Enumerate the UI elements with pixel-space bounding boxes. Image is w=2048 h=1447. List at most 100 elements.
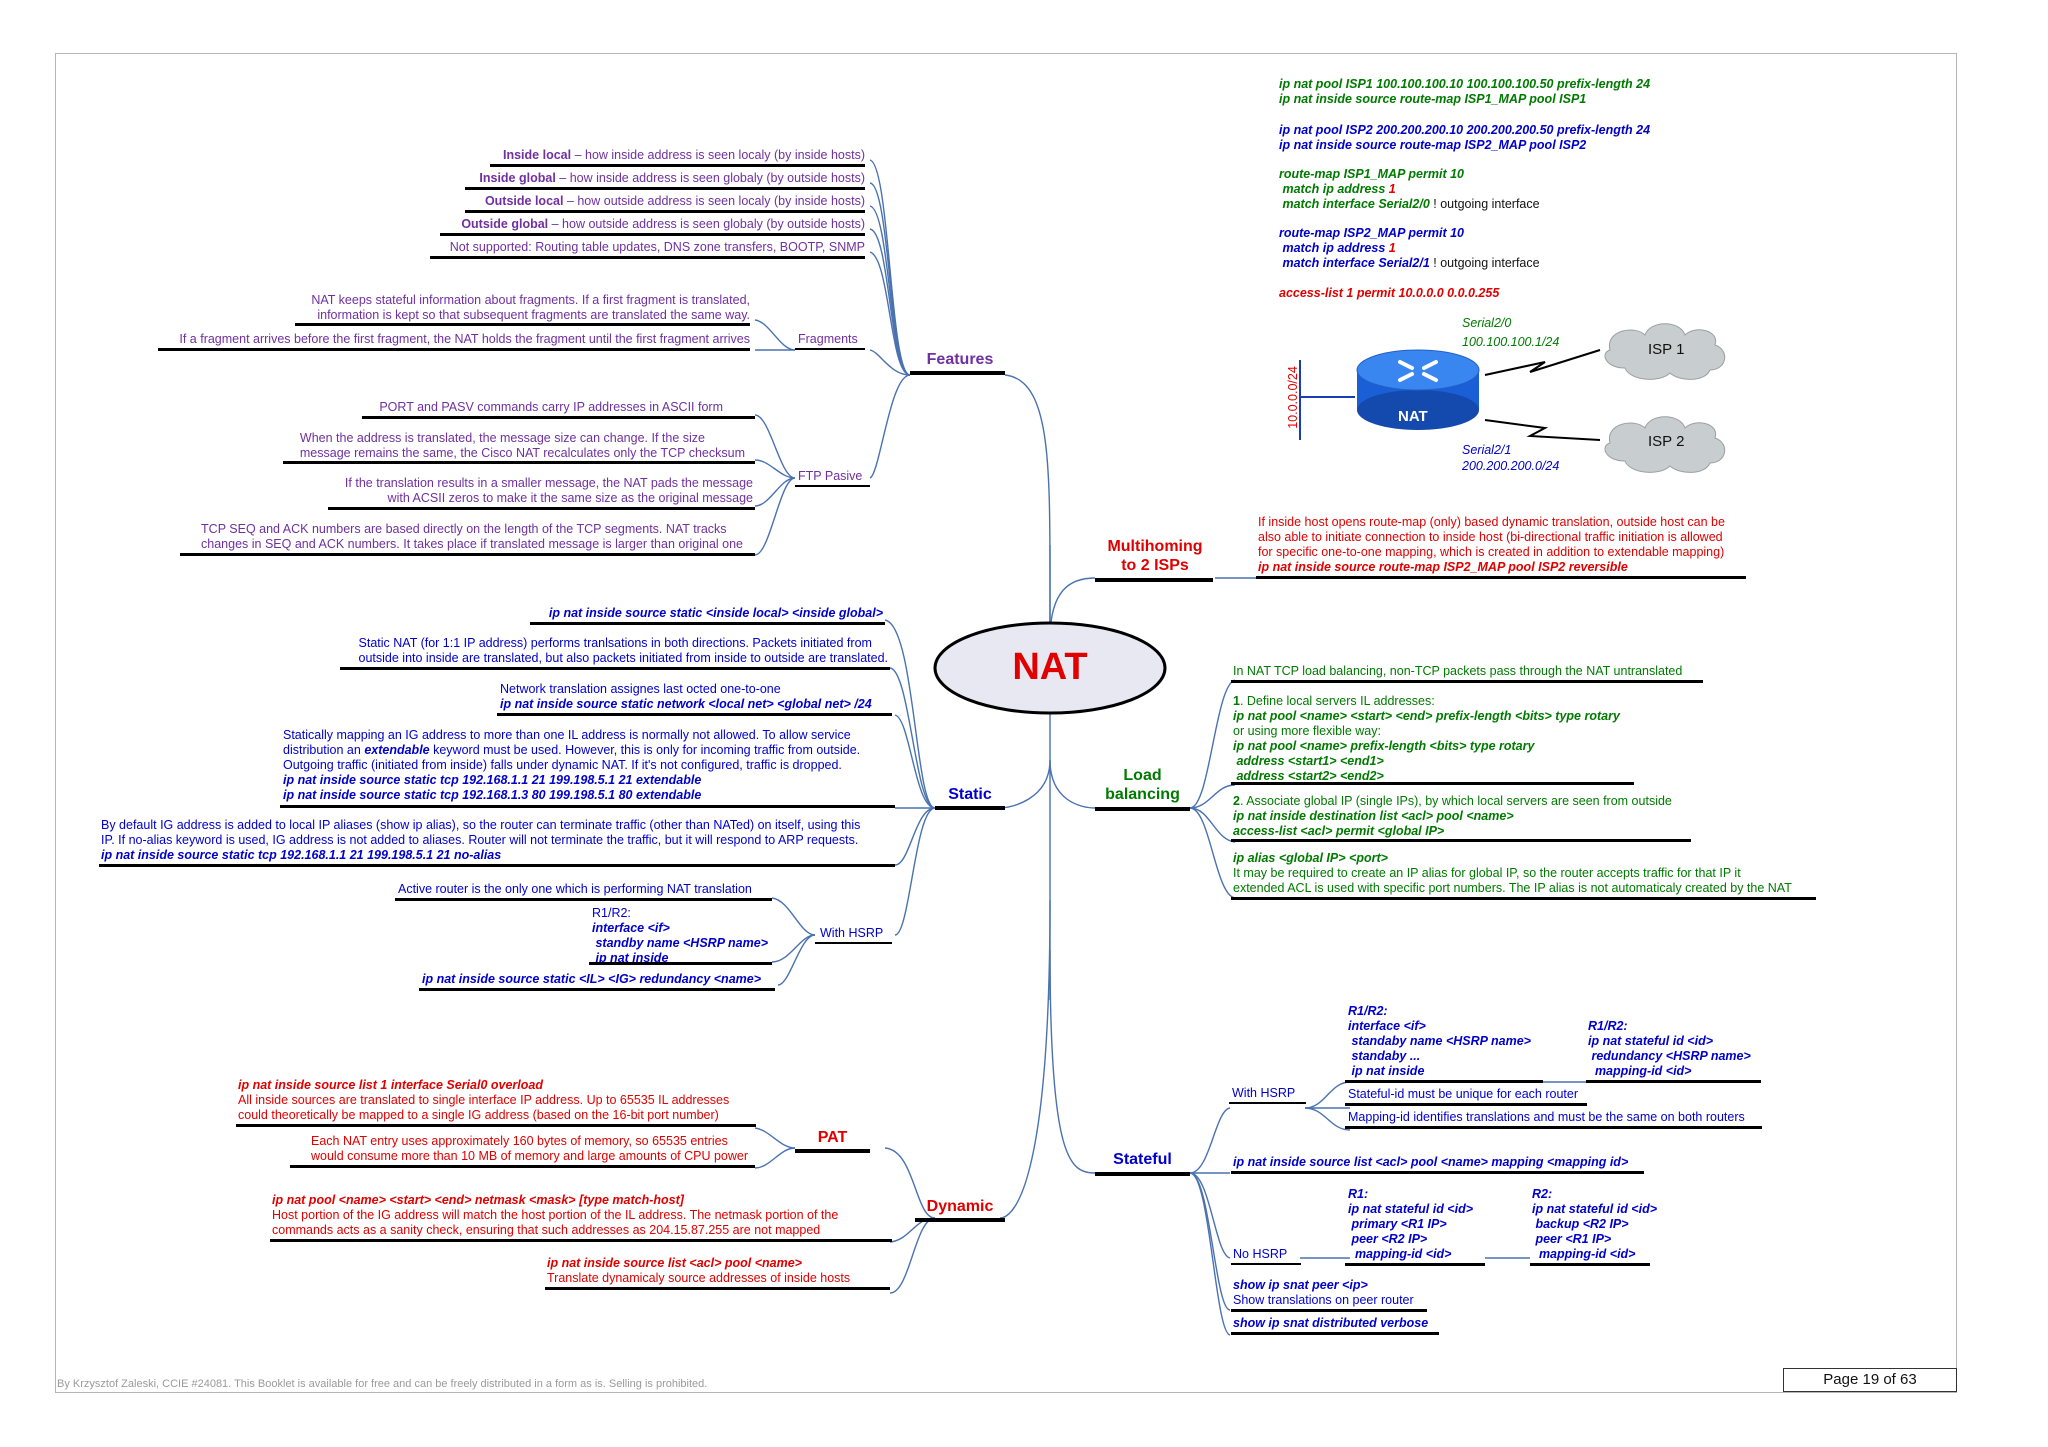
- router-label: NAT: [1398, 408, 1428, 425]
- ip-alias-cmd: ip alias <global IP> <port>: [1233, 851, 1388, 865]
- center-title: NAT: [1012, 646, 1088, 688]
- ftp-note-3: If the translation results in a smaller …: [344, 476, 753, 505]
- extendable-block: Statically mapping an IG address to more…: [283, 728, 861, 802]
- hsrp-r1r2-label: R1/R2:: [592, 906, 631, 920]
- stateful-hsrp-label: With HSRP: [1232, 1086, 1296, 1100]
- stateful-underline: [1095, 1172, 1190, 1176]
- dynamic-pool-cmd: ip nat pool <name> <start> <end> netmask…: [272, 1193, 684, 1207]
- ftp-note-4: TCP SEQ and ACK numbers are based direct…: [201, 522, 743, 551]
- underline: [1229, 1102, 1306, 1104]
- network-translation-cmd: ip nat inside source static network <loc…: [500, 697, 872, 711]
- underline: [1586, 1080, 1761, 1083]
- inside-local-def: Inside local – how inside address is see…: [503, 148, 865, 162]
- hsrp-config: interface <if> standby name <HSRP name> …: [592, 921, 768, 965]
- dynamic-pool-desc: Host portion of the IG address will matc…: [272, 1208, 839, 1237]
- underline: [465, 187, 865, 190]
- pat-memory-note: Each NAT entry uses approximately 160 by…: [310, 1134, 748, 1163]
- r1-stateful-config: R1: ip nat stateful id <id> primary <R1 …: [1348, 1187, 1474, 1261]
- pat-cmd: ip nat inside source list 1 interface Se…: [238, 1078, 543, 1092]
- ip-alias-desc: It may be required to create an IP alias…: [1233, 866, 1792, 895]
- underline: [795, 348, 865, 350]
- underline: [1231, 1309, 1427, 1312]
- underline: [530, 622, 885, 625]
- mapping-id-note: Mapping-id identifies translations and m…: [1348, 1110, 1745, 1124]
- dynamic-list-cmd: ip nat inside source list <acl> pool <na…: [547, 1256, 802, 1270]
- isp2-pool-config: ip nat pool ISP2 200.200.200.10 200.200.…: [1279, 123, 1651, 152]
- snat-verbose-cmd: show ip snat distributed verbose: [1233, 1316, 1429, 1330]
- branch-stateful: Stateful: [1113, 1151, 1172, 1168]
- pat-desc: All inside sources are translated to sin…: [238, 1093, 730, 1122]
- underline: [328, 507, 755, 510]
- branch-pat: PAT: [817, 1129, 848, 1146]
- pat-underline: [795, 1149, 870, 1153]
- snat-peer-cmd: show ip snat peer <ip>: [1233, 1278, 1368, 1292]
- footer-credit: By Krzysztof Zaleski, CCIE #24081. This …: [57, 1378, 708, 1390]
- underline: [1231, 680, 1703, 683]
- underline: [395, 898, 772, 901]
- static-underline: [935, 806, 1005, 810]
- underline: [1231, 1171, 1644, 1174]
- reversible-cmd: ip nat inside source route-map ISP2_MAP …: [1258, 560, 1628, 574]
- branch-features: Features: [926, 351, 994, 368]
- isp2-label: ISP 2: [1648, 433, 1685, 450]
- ftp-note-1: PORT and PASV commands carry IP addresse…: [379, 400, 723, 414]
- underline: [1345, 1080, 1543, 1083]
- alias-desc: By default IG address is added to local …: [101, 818, 861, 847]
- lan-subnet-label: 10.0.0.0/24: [1285, 366, 1300, 429]
- serial20-label: Serial2/0: [1462, 316, 1512, 330]
- underline: [1231, 839, 1691, 842]
- underline: [815, 942, 892, 944]
- outside-global-def: Outside global – how outside address is …: [461, 217, 865, 231]
- mapping-cmd: ip nat inside source list <acl> pool <na…: [1233, 1155, 1629, 1169]
- underline: [490, 164, 865, 167]
- dynamic-list-desc: Translate dynamicaly source addresses of…: [547, 1271, 851, 1285]
- underline: [465, 210, 865, 213]
- ftp-label: FTP Pasive: [798, 469, 863, 483]
- serial20-ip: 100.100.100.1/24: [1462, 335, 1560, 349]
- underline: [497, 713, 892, 716]
- isp2-route-map: route-map ISP2_MAP permit 10 match ip ad…: [1279, 226, 1540, 270]
- branch-load-balancing: Load balancing: [1105, 767, 1180, 803]
- underline: [362, 416, 755, 419]
- fragments-note-1: NAT keeps stateful information about fra…: [311, 293, 750, 322]
- underline: [1231, 1263, 1301, 1265]
- underline: [1530, 1263, 1650, 1266]
- outside-local-def: Outside local – how outside address is s…: [484, 194, 865, 208]
- serial21-label: Serial2/1: [1462, 443, 1512, 457]
- underline: [545, 1287, 890, 1290]
- branch-multihoming: Multihoming to 2 ISPs: [1107, 538, 1203, 574]
- alias-cmd: ip nat inside source static tcp 192.168.…: [101, 848, 502, 862]
- isp1-label: ISP 1: [1648, 341, 1685, 358]
- underline: [1231, 1332, 1439, 1335]
- tcp-lb-note: In NAT TCP load balancing, non-TCP packe…: [1233, 664, 1683, 678]
- underline: [283, 461, 755, 464]
- lb-step-1: 1. Define local servers IL addresses: ip…: [1233, 694, 1620, 783]
- underline: [270, 1239, 892, 1242]
- hsrp-redundancy-cmd: ip nat inside source static <IL> <IG> re…: [422, 972, 762, 986]
- underline: [295, 323, 750, 326]
- underline: [1231, 897, 1816, 900]
- multihoming-underline: [1095, 578, 1213, 582]
- static-hsrp-label: With HSRP: [820, 926, 884, 940]
- hsrp-active-note: Active router is the only one which is p…: [398, 882, 752, 896]
- ftp-note-2: When the address is translated, the mess…: [299, 431, 745, 460]
- isp1-pool-config: ip nat pool ISP1 100.100.100.10 100.100.…: [1279, 77, 1651, 106]
- page-frame: [55, 53, 1957, 1393]
- underline: [158, 348, 750, 351]
- fragments-note-2: If a fragment arrives before the first f…: [179, 332, 750, 346]
- underline: [236, 1124, 756, 1127]
- underline: [589, 962, 772, 965]
- underline: [99, 864, 895, 867]
- isp1-route-map: route-map ISP1_MAP permit 10 match ip ad…: [1279, 167, 1540, 211]
- access-list-config: access-list 1 permit 10.0.0.0 0.0.0.255: [1279, 286, 1500, 300]
- inside-global-def: Inside global – how inside address is se…: [479, 171, 865, 185]
- dynamic-underline: [915, 1218, 1005, 1222]
- underline: [1345, 1263, 1485, 1266]
- stateful-hsrp-redundancy-config: R1/R2: ip nat stateful id <id> redundanc…: [1588, 1019, 1751, 1078]
- static-cmd: ip nat inside source static <inside loca…: [548, 606, 883, 620]
- page-number: Page 19 of 63: [1783, 1368, 1957, 1392]
- underline: [1345, 1126, 1762, 1129]
- stateful-hsrp-interface-config: R1/R2: interface <if> standaby name <HSR…: [1348, 1004, 1531, 1078]
- underline: [430, 256, 865, 259]
